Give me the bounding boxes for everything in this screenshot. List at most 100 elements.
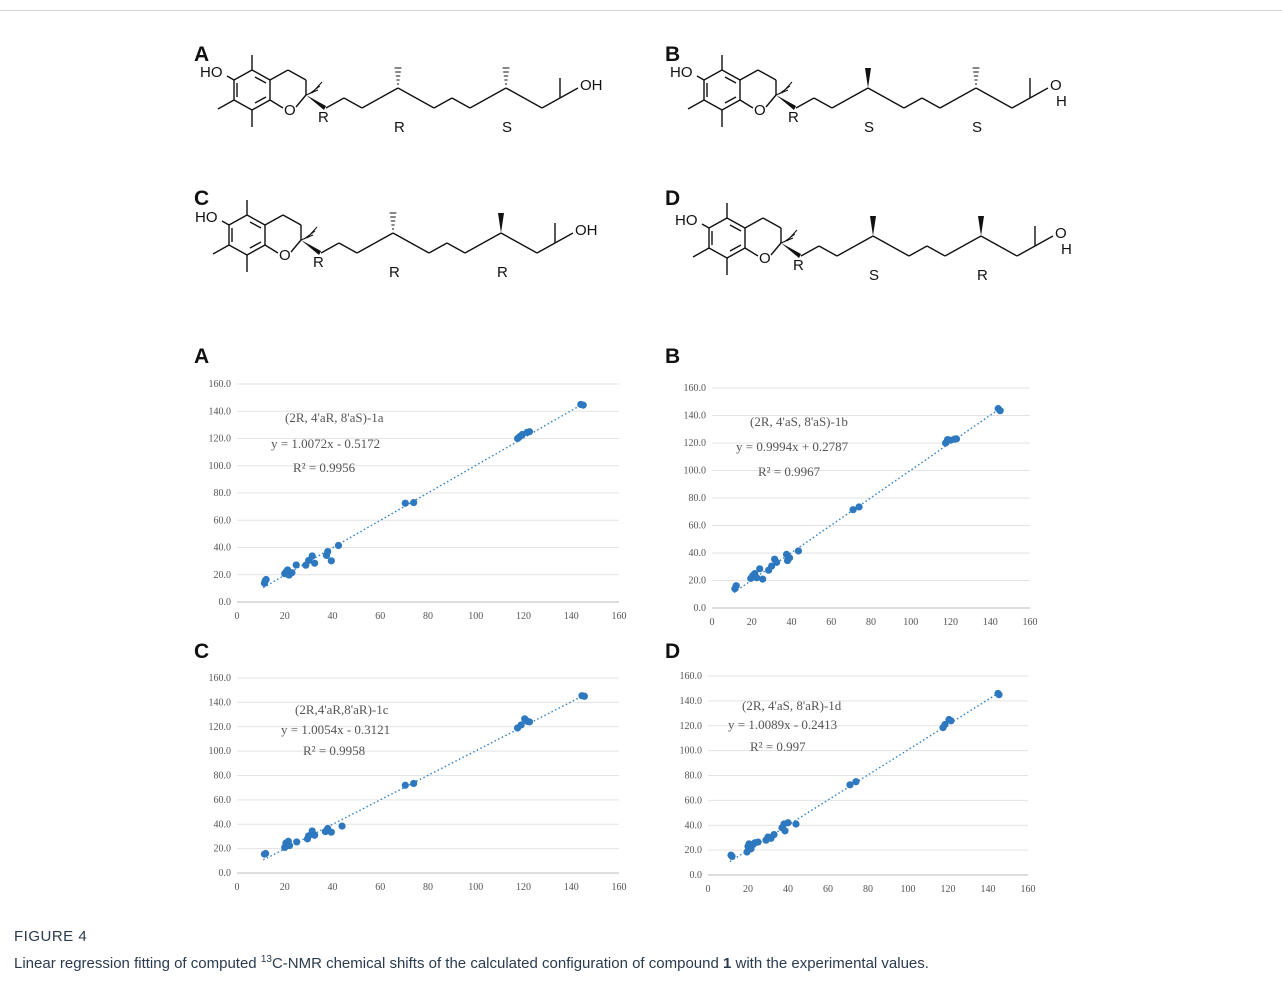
x-tick-label: 0: [235, 882, 240, 893]
stereo-label-c4a: S: [864, 119, 874, 136]
aromatic-bond: [246, 244, 266, 256]
aromatic-bond: [233, 69, 253, 81]
aromatic-bond: [228, 214, 248, 226]
y-tick-label: 80.0: [214, 488, 232, 499]
oh-label: O: [1055, 225, 1067, 242]
ring-bond: [762, 217, 782, 229]
x-tick-label: 140: [564, 882, 579, 893]
regression-equation: y = 0.9994x + 0.2787: [736, 439, 849, 454]
structure-label-c: C: [194, 187, 210, 210]
y-tick-label: 120.0: [209, 434, 232, 445]
chain-bond: [993, 97, 1013, 109]
caption-compound-number: 1: [723, 955, 732, 972]
y-tick-label: 100.0: [209, 746, 232, 757]
methyl-bond: [692, 247, 710, 258]
top-divider: [0, 10, 1282, 11]
chain-bond: [921, 97, 941, 109]
chain-bond: [944, 245, 964, 257]
data-point: [285, 841, 294, 850]
regression-chart-d: 0.020.040.060.080.0100.0120.0140.0160.00…: [680, 671, 1036, 895]
chain-bond: [813, 97, 833, 109]
stereo-wedge-methyl: [498, 213, 504, 233]
x-tick-label: 160: [612, 611, 627, 622]
y-tick-label: 80.0: [685, 771, 703, 782]
ring-bond: [744, 247, 759, 257]
chain-bond: [849, 87, 869, 99]
y-tick-label: 120.0: [209, 722, 232, 733]
chain-bond: [890, 245, 910, 257]
data-point: [732, 582, 740, 590]
data-point: [768, 562, 776, 570]
stereo-wedge-bond: [781, 243, 801, 258]
chain-bond: [908, 245, 928, 257]
caption-text-middle: C-NMR chemical shifts of the calculated …: [271, 955, 723, 972]
x-tick-label: 60: [375, 882, 385, 893]
config-label: (2R,4'aR,8'aR)-1c: [295, 702, 389, 717]
chain-bond: [469, 97, 489, 109]
chain-bond: [831, 97, 851, 109]
x-tick-label: 40: [787, 617, 797, 628]
chain-bond: [410, 242, 430, 254]
data-point: [728, 852, 736, 860]
aromatic-double-bond: [729, 244, 742, 252]
y-tick-label: 160.0: [680, 671, 703, 682]
y-tick-label: 160.0: [209, 379, 232, 390]
x-tick-label: 100: [903, 617, 918, 628]
x-tick-label: 80: [866, 617, 876, 628]
x-tick-label: 140: [983, 617, 998, 628]
chain-bond: [795, 97, 815, 109]
x-tick-label: 40: [328, 882, 338, 893]
stereo-wedge-methyl: [978, 216, 984, 236]
data-point: [410, 779, 418, 788]
y-tick-label: 60.0: [214, 795, 232, 806]
chain-bond: [800, 245, 820, 257]
y-tick-label: 120.0: [680, 721, 703, 732]
stereo-label-c2: R: [313, 254, 324, 271]
chain-bond: [872, 235, 892, 247]
data-point: [781, 827, 789, 835]
data-point: [579, 401, 587, 409]
ring-bond: [739, 99, 754, 109]
data-point: [288, 569, 296, 577]
stereo-label-c8a: R: [977, 267, 988, 284]
chain-bond: [356, 242, 376, 254]
y-tick-label: 100.0: [680, 746, 703, 757]
ring-bond: [765, 94, 777, 108]
ring-bond: [264, 244, 279, 254]
oh-label: OH: [580, 77, 603, 94]
aromatic-double-bond: [254, 76, 267, 84]
stereo-hash-bond: [786, 229, 798, 242]
structure-label-a: A: [194, 43, 210, 66]
x-tick-label: 100: [468, 882, 483, 893]
x-tick-label: 160: [1023, 617, 1038, 628]
chain-bond: [446, 242, 466, 254]
y-tick-label: 160.0: [209, 673, 232, 684]
y-tick-label: 0.0: [219, 868, 232, 879]
data-point: [517, 721, 525, 729]
stereo-label-c8a: S: [502, 119, 512, 136]
chart-label-d: D: [665, 640, 681, 663]
ring-bond: [269, 69, 289, 81]
y-tick-label: 20.0: [214, 844, 232, 855]
chain-bond: [903, 97, 923, 109]
data-point: [947, 717, 955, 725]
y-tick-label: 60.0: [685, 795, 703, 806]
hydroxyl-bond: [226, 75, 235, 81]
y-tick-label: 0.0: [694, 603, 707, 614]
data-point: [292, 561, 300, 569]
chain-bond: [338, 242, 358, 254]
data-point: [784, 819, 792, 827]
aromatic-bond: [246, 214, 266, 226]
aromatic-bond: [251, 99, 271, 111]
data-point: [753, 574, 761, 582]
data-point: [794, 547, 803, 555]
stereo-wedge-methyl: [870, 216, 876, 236]
x-tick-label: 120: [943, 617, 958, 628]
y-tick-label: 20.0: [214, 570, 232, 581]
regression-chart-b: 0.020.040.060.080.0100.0120.0140.0160.00…: [684, 383, 1038, 628]
chain-bond: [451, 97, 471, 109]
chain-bond: [926, 245, 946, 257]
x-tick-label: 80: [423, 611, 433, 622]
chain-bond: [957, 87, 977, 99]
aromatic-double-bond: [249, 241, 262, 249]
